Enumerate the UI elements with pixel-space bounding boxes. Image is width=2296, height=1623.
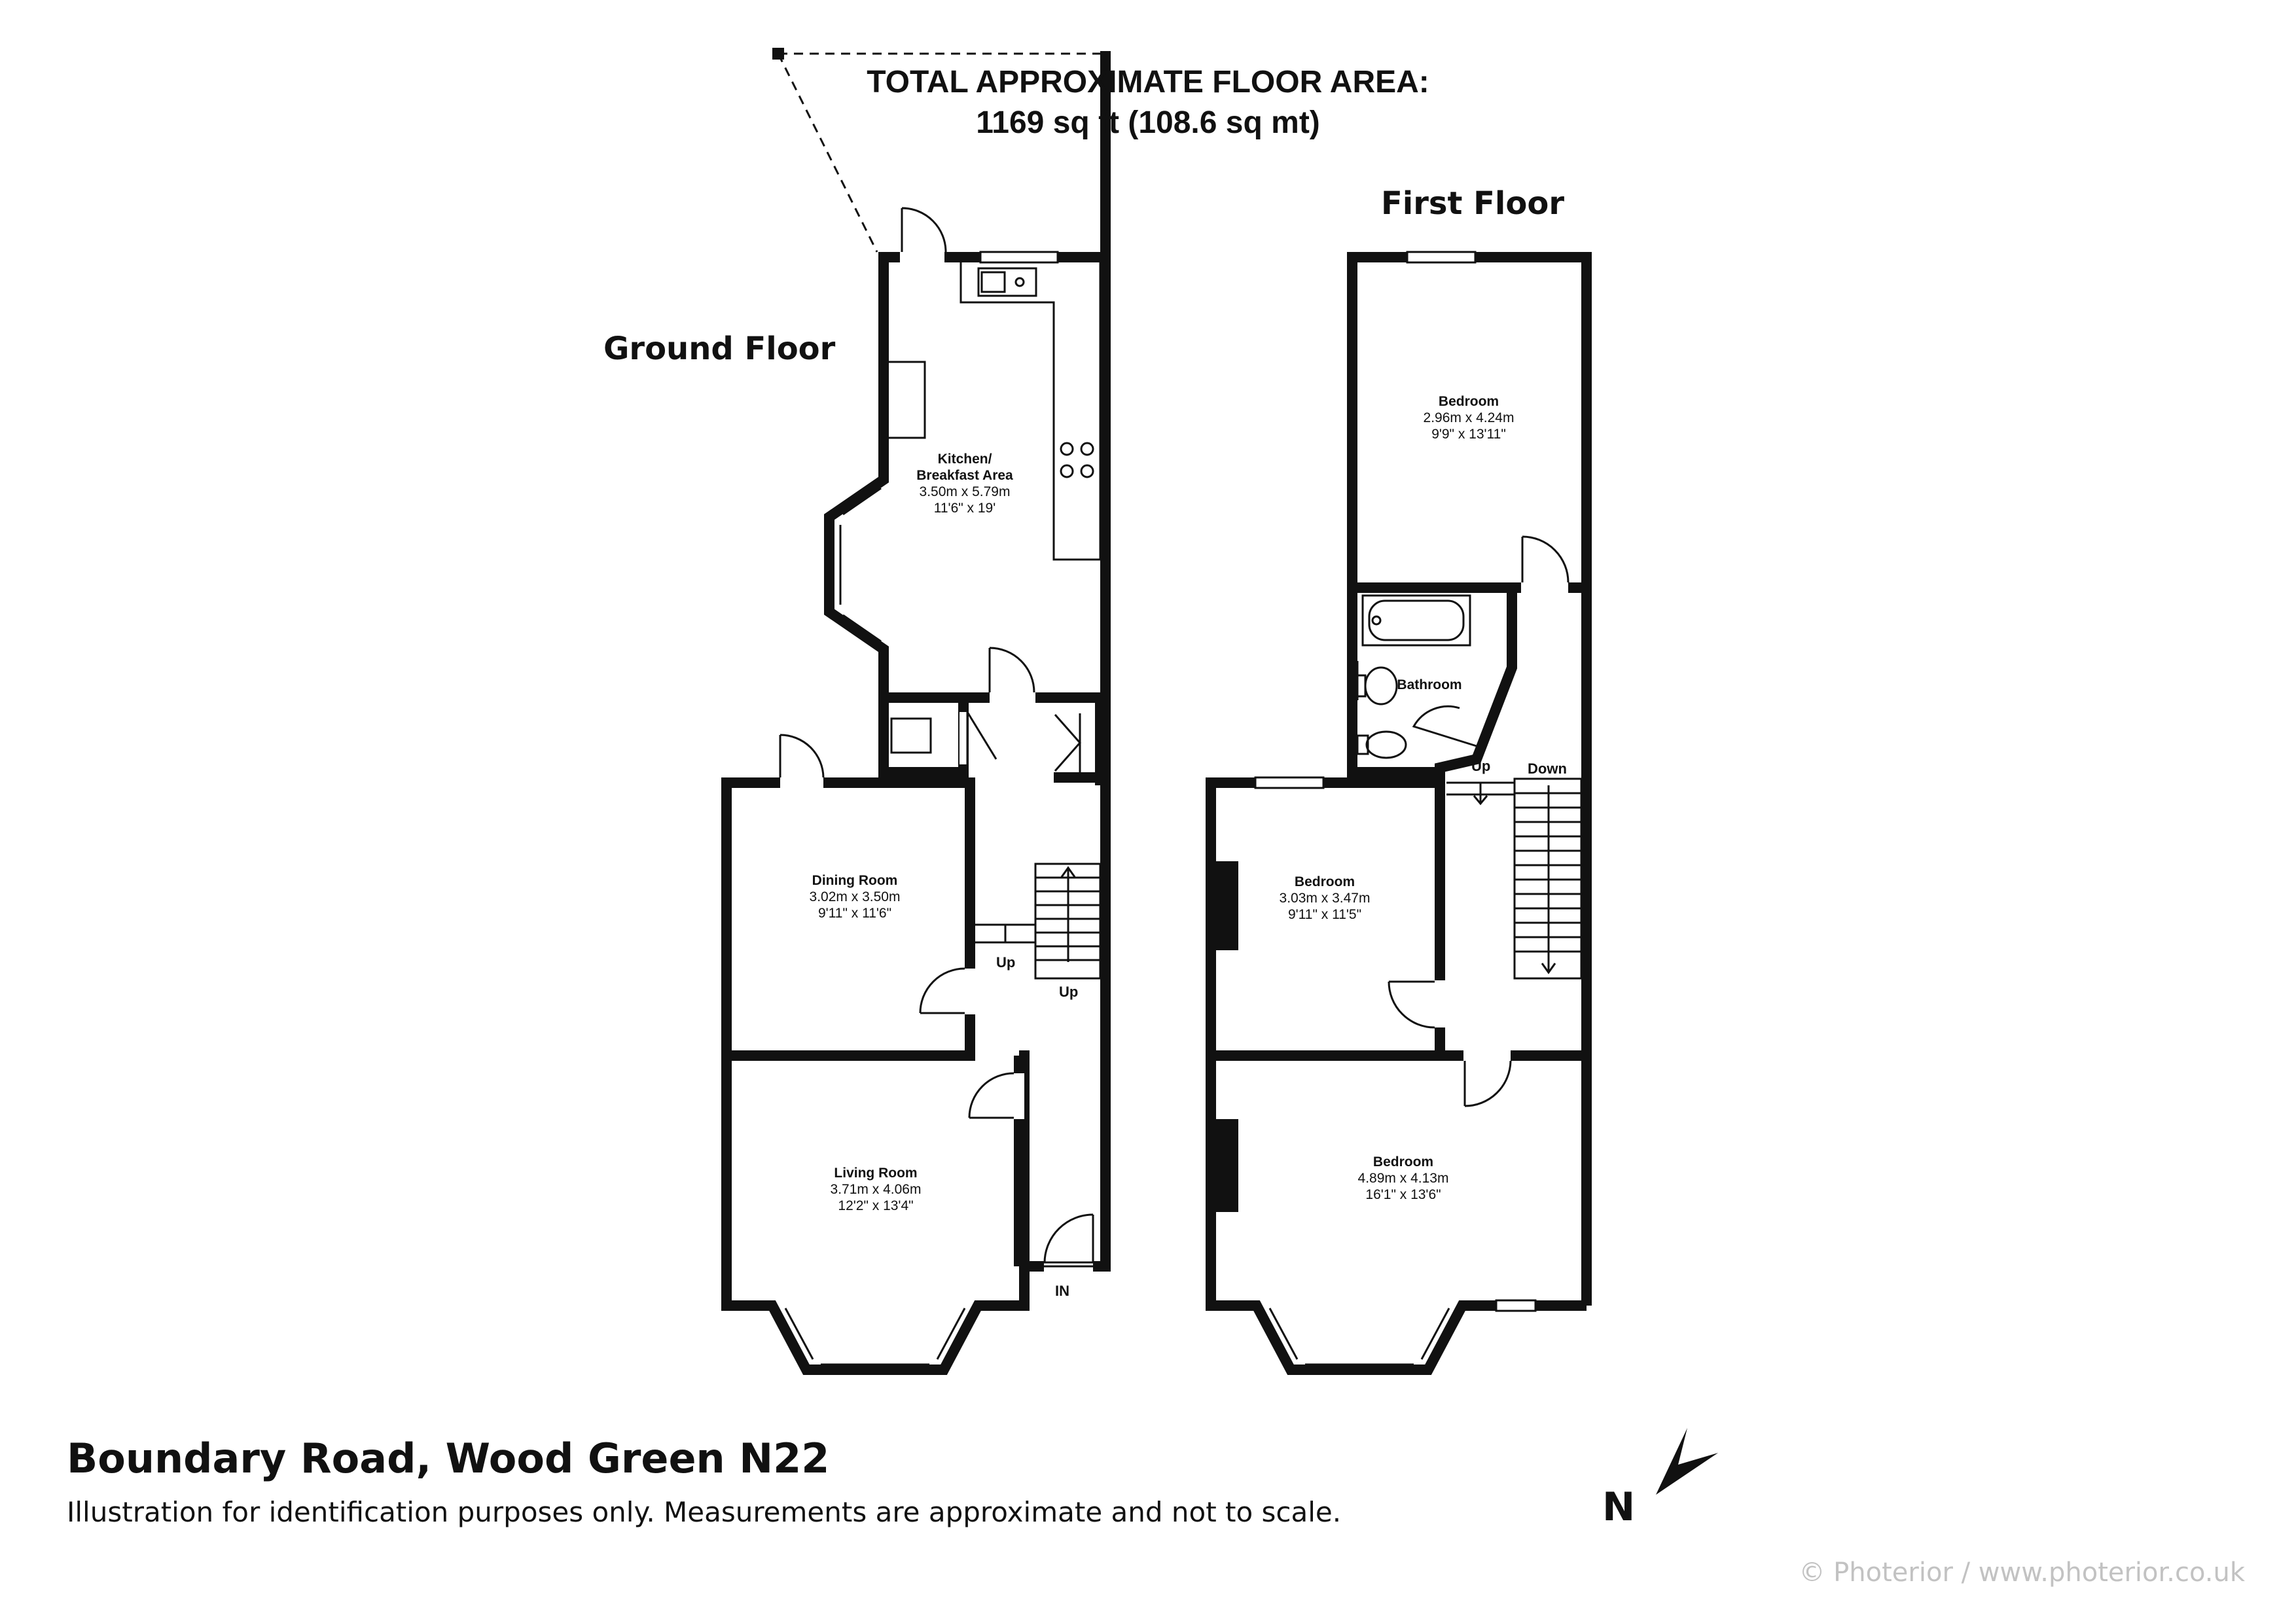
- room-label-bathroom: Bathroom: [1397, 677, 1462, 692]
- room-label-bedroom-front: Bedroom 4.89m x 4.13m 16'1" x 13'6": [1357, 1154, 1449, 1202]
- property-address: Boundary Road, Wood Green N22: [67, 1435, 830, 1482]
- ground-floor-plan: [721, 48, 1111, 1375]
- ground-floor-title: Ground Floor: [603, 330, 836, 367]
- stairs-up-label: Up: [1059, 984, 1079, 1000]
- room-label-bedroom-rear: Bedroom 2.96m x 4.24m 9'9" x 13'11": [1423, 394, 1515, 442]
- entrance-label: IN: [1055, 1283, 1069, 1299]
- stairs-up-label: Up: [996, 954, 1016, 971]
- copyright-credit: © Photerior / www.photerior.co.uk: [1799, 1558, 2245, 1588]
- total-area-title: TOTAL APPROXIMATE FLOOR AREA:: [867, 65, 1429, 99]
- room-label-living: Living Room 3.71m x 4.06m 12'2" x 13'4": [830, 1166, 922, 1213]
- room-label-dining: Dining Room 3.02m x 3.50m 9'11" x 11'6": [809, 873, 901, 921]
- room-label-bedroom-middle: Bedroom 3.03m x 3.47m 9'11" x 11'5": [1279, 874, 1371, 922]
- first-floor-plan: [1206, 251, 1592, 1375]
- room-label-kitchen: Kitchen/ Breakfast Area 3.50m x 5.79m 11…: [916, 452, 1013, 516]
- stairs-down-label: Down: [1528, 760, 1567, 777]
- total-area-value: 1169 sq ft (108.6 sq mt): [976, 105, 1320, 140]
- stairs-up-label: Up: [1471, 758, 1491, 774]
- first-floor-title: First Floor: [1381, 185, 1565, 222]
- disclaimer-text: Illustration for identification purposes…: [67, 1496, 1342, 1528]
- north-arrow-icon: [1656, 1428, 1718, 1495]
- north-label: N: [1602, 1484, 1636, 1530]
